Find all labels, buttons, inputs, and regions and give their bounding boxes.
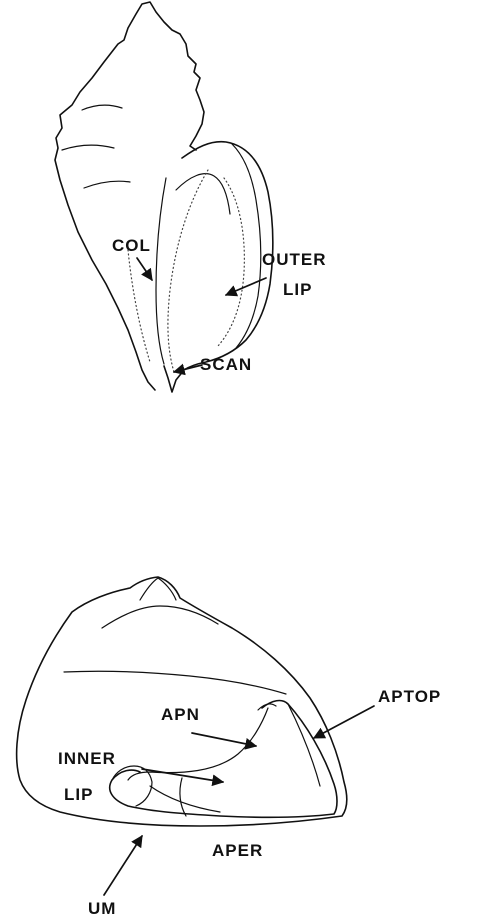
bottom-shell-aperture [110,701,337,818]
bottom-shell-suture-1 [102,606,218,628]
top-shell-labels: COL OUTER LIP SCAN [112,236,327,374]
label-outer-lip-line1: OUTER [262,250,327,269]
label-aptop: APTOP [378,687,441,706]
top-shell-suture-3 [84,181,130,188]
bottom-shell-suture-2 [64,671,286,694]
arrow-inner-lip [142,769,223,782]
top-shell-suture-1 [82,105,122,110]
bottom-shell-aptop-edge [288,704,320,786]
top-shell-columella-edge [156,178,166,364]
arrow-apn [192,733,256,746]
label-col: COL [112,236,151,255]
label-inner-lip-line2: LIP [64,785,93,804]
label-outer-lip-line2: LIP [283,280,312,299]
top-shell-drawing [55,2,273,392]
arrow-um [104,836,142,895]
arrow-scan [174,365,202,372]
top-shell-inner-fold [176,174,230,214]
top-shell-dotted-aperture-left [168,170,208,372]
label-scan: SCAN [200,355,252,374]
bottom-shell-base-line [150,786,220,812]
top-shell-dotted-aperture-right [218,178,244,346]
top-shell-outline [55,2,204,390]
top-shell-outer-lip-edge [232,144,261,348]
label-apn: APN [161,705,200,724]
arrow-outer-lip [226,278,266,295]
arrow-col [137,258,152,280]
label-inner-lip-line1: INNER [58,749,116,768]
top-shell-suture-2 [62,145,114,150]
label-um: UM [88,899,116,918]
bottom-shell-apex [140,578,176,600]
top-shell-dotted-columella [128,250,150,362]
label-aper: APER [212,841,263,860]
bottom-shell-columella-ridge [180,778,186,816]
bottom-shell-labels: APN INNER LIP APTOP APER UM [58,687,441,918]
